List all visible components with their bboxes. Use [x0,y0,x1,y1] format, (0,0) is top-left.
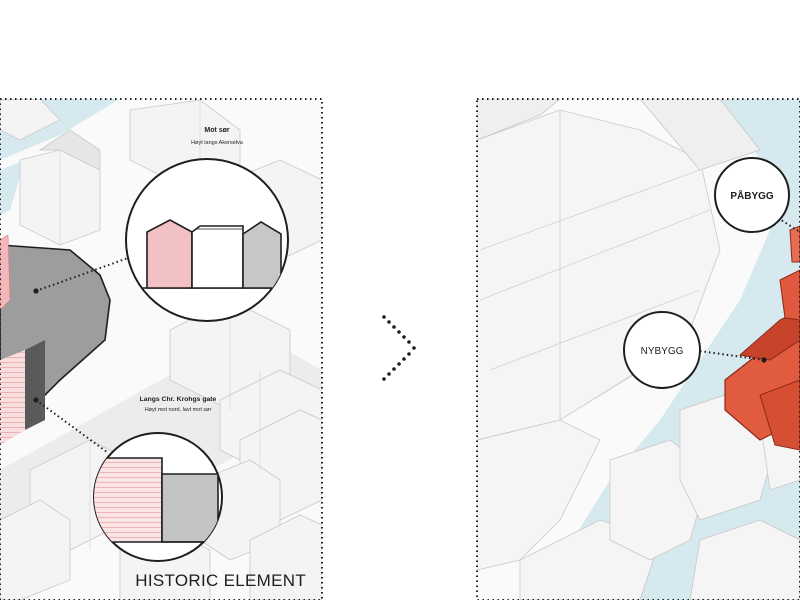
callout-bottom-subtitle: Høyt mot nord, lavt mot sør [145,407,212,413]
right-panel: PÅBYGG NYBYGG [476,98,800,601]
anchor-dot-bottom [33,397,39,403]
label-pabygg-text: PÅBYGG [730,189,774,202]
left-panel-frame [0,98,323,601]
leader-line-bottom [35,399,108,453]
callout-circle-top [125,158,289,322]
left-panel: Mot sør Høyt langs Akerselva Langs Chr. … [0,98,323,601]
leader-line-nybygg [699,350,765,361]
anchor-dot-top [33,288,39,294]
chevron-right-dotted-icon [382,315,416,381]
anchor-dot-nybygg [761,357,767,363]
callout-circle-bottom [93,432,223,562]
leader-line-top [35,257,129,292]
label-circle-pabygg: PÅBYGG [714,157,790,233]
label-circle-nybygg: NYBYGG [623,311,701,389]
label-nybygg-text: NYBYGG [641,346,684,357]
callout-top-subtitle: Høyt langs Akerselva [191,140,244,146]
callout-bottom-title: Langs Chr. Krohgs gate [140,396,217,403]
callout-top-title: Mot sør [204,127,230,134]
left-panel-caption: HISTORIC ELEMENT [135,571,306,590]
